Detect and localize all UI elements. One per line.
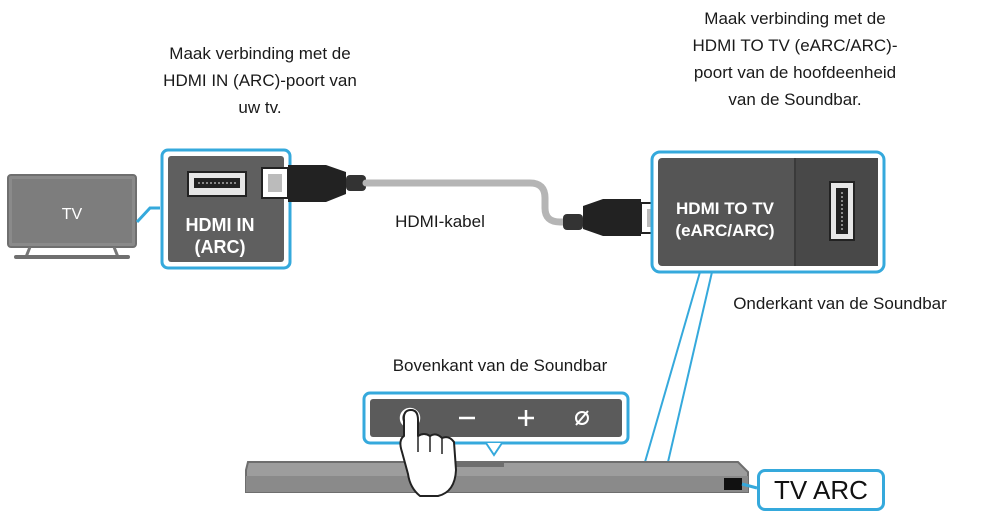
port-label-line: HDMI IN	[185, 215, 255, 235]
caption-line: Maak verbinding met de	[169, 44, 351, 63]
tv-port-caption: Maak verbinding met de HDMI IN (ARC)-poo…	[110, 40, 410, 121]
soundbar-top-label: Bovenkant van de Soundbar	[392, 356, 608, 375]
soundbar-top-panel	[362, 391, 630, 457]
port-label-line: HDMI TO TV	[676, 199, 774, 218]
port-label-line: (ARC)	[194, 237, 246, 257]
tv-label: TV	[61, 206, 83, 223]
caption-line: uw tv.	[238, 98, 282, 117]
hdmi-plug-right-icon	[563, 199, 666, 236]
hdmi-to-tv-socket-icon	[829, 181, 855, 241]
soundbar-bottom-label: Onderkant van de Soundbar	[733, 294, 947, 313]
caption-line: Maak verbinding met de	[704, 9, 886, 28]
hdmi-to-tv-panel	[650, 150, 886, 274]
plus-icon[interactable]	[518, 410, 534, 426]
tv-arc-badge: TV ARC	[757, 469, 885, 511]
hdmi-in-port-label: HDMI IN (ARC)	[170, 214, 270, 258]
caption-line: van de Soundbar.	[728, 90, 862, 109]
caption-line: HDMI IN (ARC)-poort van	[163, 71, 357, 90]
tv-callout-line	[135, 206, 160, 224]
top-panel-pointer	[485, 442, 503, 457]
hdmi-in-panel	[160, 148, 292, 270]
hand-pointer-icon	[399, 409, 457, 497]
bottom-callout-line-2	[667, 271, 713, 463]
soundbar-port-caption: Maak verbinding met de HDMI TO TV (eARC/…	[625, 5, 965, 113]
hdmi-cable	[362, 179, 569, 226]
hdmi-in-socket-icon	[187, 171, 247, 197]
bottom-callout-line-1	[644, 271, 701, 463]
hdmi-plug-left-icon	[261, 165, 366, 202]
hdmi-to-tv-port-label: HDMI TO TV (eARC/ARC)	[664, 198, 786, 242]
mute-icon[interactable]	[575, 410, 589, 426]
caption-line: poort van de hoofdeenheid	[693, 63, 897, 82]
soundbar-illustration	[245, 461, 758, 493]
caption-line: HDMI TO TV (eARC/ARC)-	[692, 36, 898, 55]
cable-label: HDMI-kabel	[395, 212, 485, 231]
port-label-line: (eARC/ARC)	[675, 221, 775, 240]
tv-illustration	[7, 174, 137, 259]
